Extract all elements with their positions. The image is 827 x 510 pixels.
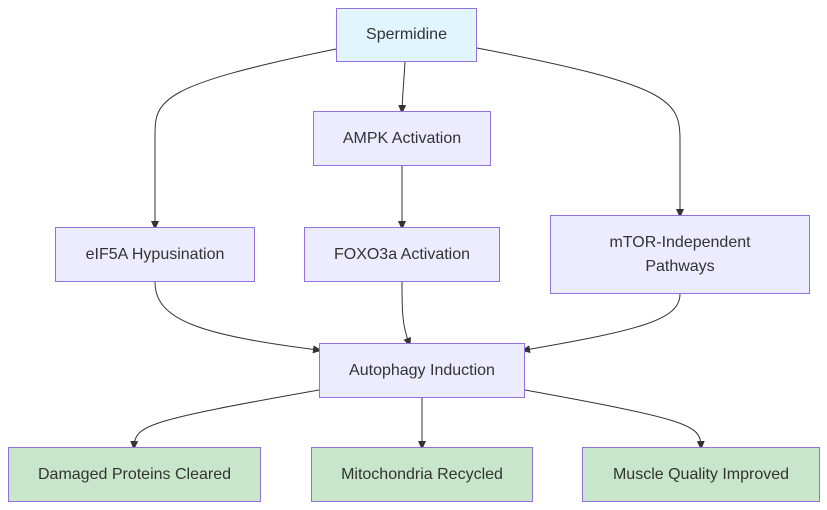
- edge-autophagy-muscle: [524, 389, 705, 450]
- node-foxo3a-activation-label: FOXO3a Activation: [333, 245, 471, 263]
- node-ampk-activation: AMPK Activation: [313, 111, 491, 166]
- edge-autophagy-proteins: [130, 389, 320, 450]
- edge-spermidine-eif5a: [151, 48, 337, 230]
- node-autophagy-induction-label: Autophagy Induction: [349, 361, 495, 379]
- node-mitochondria-recycled: Mitochondria Recycled: [311, 447, 533, 502]
- edge-eif5a-autophagy: [154, 281, 322, 354]
- node-eif5a-hypusination-label: eIF5A Hypusination: [85, 245, 225, 263]
- node-mtor-independent: mTOR-Independent Pathways: [550, 215, 810, 294]
- node-mitochondria-recycled-label: Mitochondria Recycled: [341, 465, 503, 483]
- node-spermidine: Spermidine: [336, 8, 477, 62]
- edge-spermidine-mtor: [476, 47, 684, 218]
- node-muscle-quality-label: Muscle Quality Improved: [612, 465, 790, 483]
- node-damaged-proteins: Damaged Proteins Cleared: [8, 447, 261, 502]
- edge-foxo3a-autophagy: [401, 281, 411, 347]
- edge-spermidine-ampk: [398, 61, 407, 114]
- node-foxo3a-activation: FOXO3a Activation: [304, 227, 500, 282]
- node-damaged-proteins-label: Damaged Proteins Cleared: [38, 465, 231, 483]
- node-ampk-activation-label: AMPK Activation: [342, 129, 462, 147]
- node-muscle-quality: Muscle Quality Improved: [582, 447, 820, 502]
- edge-mtor-autophagy: [521, 293, 681, 354]
- node-mtor-independent-label: mTOR-Independent Pathways: [609, 233, 751, 275]
- node-spermidine-label: Spermidine: [366, 26, 447, 43]
- node-autophagy-induction: Autophagy Induction: [319, 343, 525, 398]
- node-eif5a-hypusination: eIF5A Hypusination: [55, 227, 255, 282]
